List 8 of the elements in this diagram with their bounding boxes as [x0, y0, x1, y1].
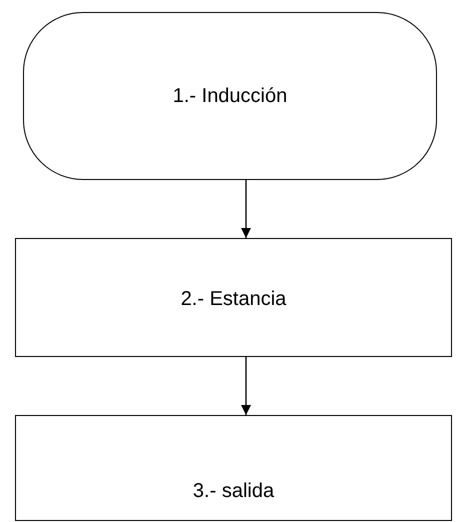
node-label: 1.- Inducción: [172, 84, 288, 108]
arrow: [241, 180, 251, 238]
arrow: [241, 357, 251, 415]
process-box: [15, 238, 452, 357]
process-box: [15, 415, 452, 521]
terminal-shape: [23, 12, 437, 180]
node-label: 2.- Estancia: [180, 287, 286, 311]
node-label: 3.- salida: [192, 479, 274, 503]
